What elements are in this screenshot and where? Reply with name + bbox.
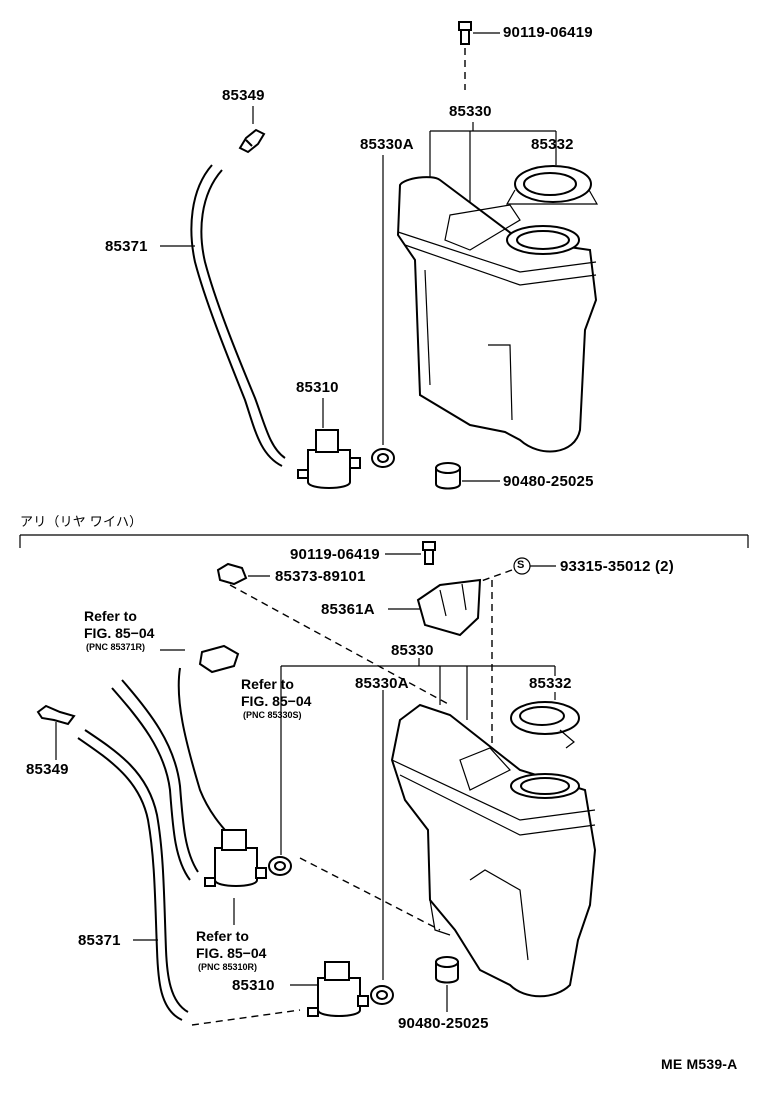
grommet-upper-b	[435, 462, 500, 490]
ref-hose-85371r	[111, 649, 199, 881]
label-cap-upper: 85332	[531, 136, 574, 153]
hose-lower	[77, 729, 301, 1026]
grommet-lower-bottom	[370, 985, 394, 1005]
pump-lower-bottom	[290, 961, 369, 1017]
grommet-90480-lower	[435, 956, 459, 1012]
label-clip-lower: 85373-89101	[275, 568, 366, 585]
pump-lower-left	[204, 829, 267, 925]
label-nozzle-lower: 85349	[26, 761, 69, 778]
label-cap-lower: 85332	[529, 675, 572, 692]
ref1-line1: Refer to	[84, 608, 137, 624]
screw-symbol-label: S	[517, 559, 525, 571]
tank-upper	[396, 176, 598, 453]
cap-upper	[505, 165, 599, 205]
ref2-pnc: (PNC 85330S)	[243, 710, 302, 720]
grommet-lower-left	[268, 856, 292, 876]
label-screw-lower: 93315-35012 (2)	[560, 558, 674, 575]
bracket-lower	[388, 578, 482, 637]
ref2-line1: Refer to	[241, 676, 294, 692]
tank-assy-bracket-lower	[280, 658, 556, 980]
label-hose-upper: 85371	[105, 238, 148, 255]
pump-upper	[297, 398, 361, 489]
label-tank-lower: 85330A	[355, 675, 409, 692]
cap-lower	[510, 692, 580, 749]
bolt-lower	[385, 541, 436, 565]
clip-lower	[216, 562, 451, 706]
label-tank-upper: 85330A	[360, 136, 414, 153]
nozzle-upper	[238, 106, 266, 154]
bolt-upper	[458, 21, 500, 90]
section-divider	[19, 534, 749, 548]
nozzle-lower	[36, 704, 76, 760]
ref1-line2: FIG. 85−04	[84, 625, 155, 641]
hose-upper	[160, 164, 286, 467]
ref3-line1: Refer to	[196, 928, 249, 944]
label-nozzle-upper: 85349	[222, 87, 265, 104]
label-grommet-upper: 90480-25025	[503, 473, 594, 490]
label-bolt-lower: 90119-06419	[290, 546, 380, 563]
label-pump-upper: 85310	[296, 379, 339, 396]
pump-wire-lower	[177, 644, 240, 839]
grommet-upper-a	[371, 448, 395, 468]
label-bracket-lower: 85361A	[321, 601, 375, 618]
ref3-pnc: (PNC 85310R)	[198, 962, 258, 972]
tank-lower	[390, 703, 597, 998]
ref2-line2: FIG. 85−04	[241, 693, 312, 709]
label-hose-lower: 85371	[78, 932, 121, 949]
figure-code: ME M539-A	[661, 1056, 738, 1072]
label-tank-assy-lower: 85330	[391, 642, 434, 659]
label-grommet-lower: 90480-25025	[398, 1015, 489, 1032]
ref3-line2: FIG. 85−04	[196, 945, 267, 961]
ref1-pnc: (PNC 85371R)	[86, 642, 146, 652]
label-pump-lower: 85310	[232, 977, 275, 994]
label-bolt-upper: 90119-06419	[503, 24, 593, 41]
label-tank-assy-upper: 85330	[449, 103, 492, 120]
section-title: アリ（リヤ ワイハ）	[20, 514, 143, 529]
